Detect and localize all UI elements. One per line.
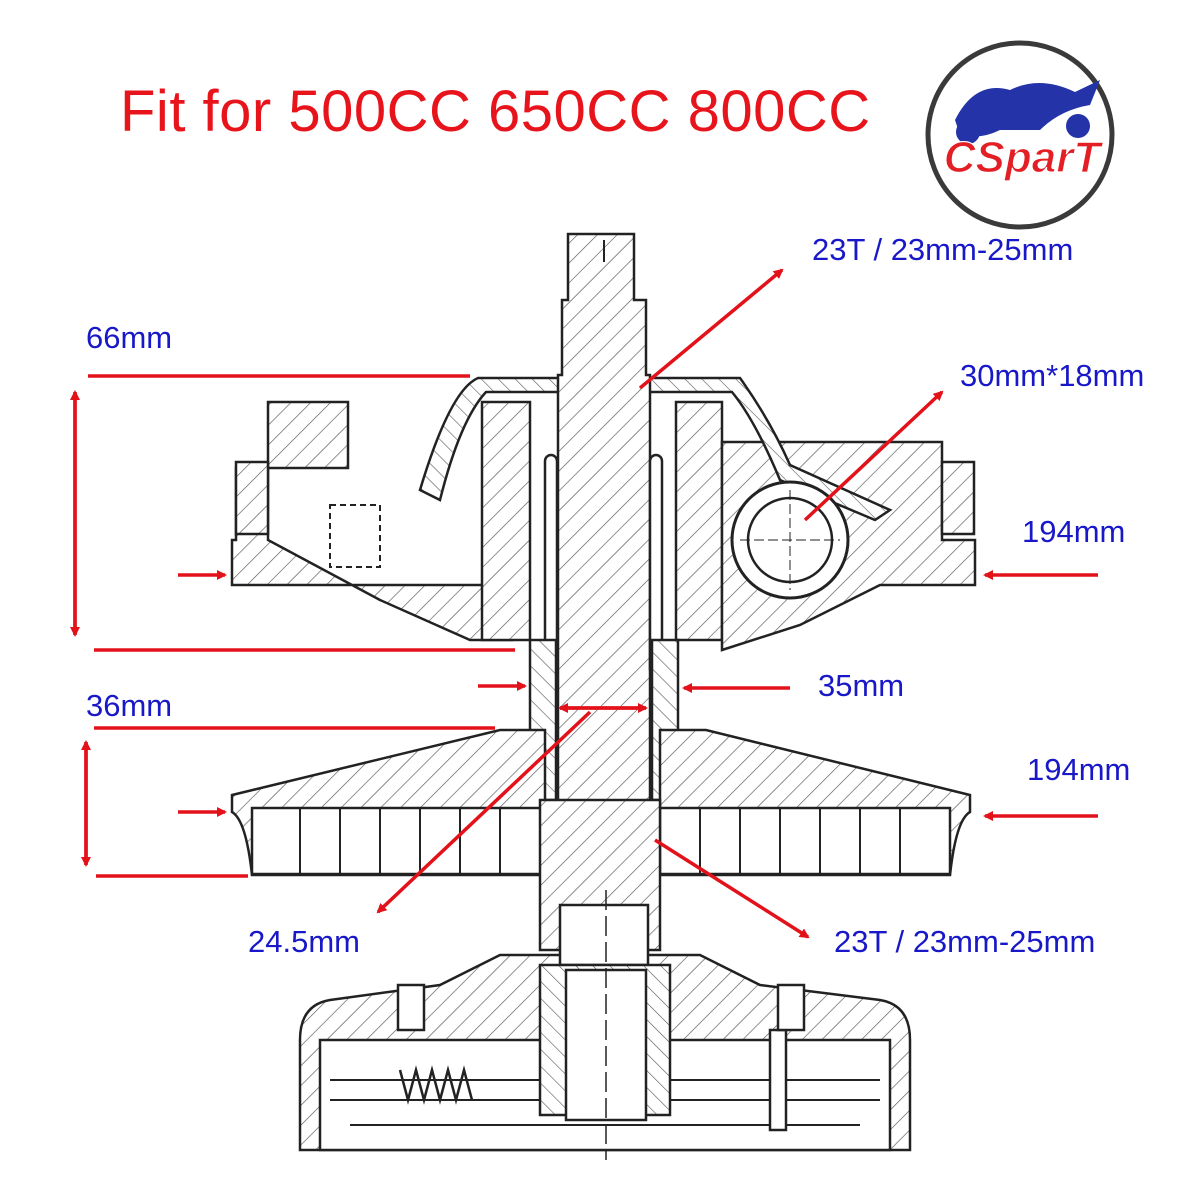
motorcycle-icon xyxy=(955,80,1100,137)
label-bore: 24.5mm xyxy=(248,924,360,959)
logo-text: CSparT xyxy=(944,133,1104,182)
label-height-upper: 66mm xyxy=(86,320,173,355)
label-spline-bottom: 23T / 23mm-25mm xyxy=(834,924,1096,959)
lower-sheave xyxy=(230,728,972,877)
clutch-housing xyxy=(298,890,912,1160)
dimension-lines xyxy=(70,268,1098,939)
page-title: Fit for 500CC 650CC 800CC xyxy=(120,79,871,144)
label-height-lower: 36mm xyxy=(86,688,173,723)
roller-weight xyxy=(730,480,850,600)
label-shaft-diameter: 35mm xyxy=(818,668,905,703)
label-bearing: 30mm*18mm xyxy=(960,358,1145,393)
brand-logo: CSparT xyxy=(925,40,1115,230)
label-spline-top: 23T / 23mm-25mm xyxy=(812,232,1074,267)
spider-cover xyxy=(418,376,893,522)
center-shaft xyxy=(543,232,664,902)
slider-block xyxy=(329,504,381,568)
label-diameter-lower: 194mm xyxy=(1027,752,1131,787)
label-diameter-upper: 194mm xyxy=(1022,514,1126,549)
upper-sheave xyxy=(230,400,977,652)
